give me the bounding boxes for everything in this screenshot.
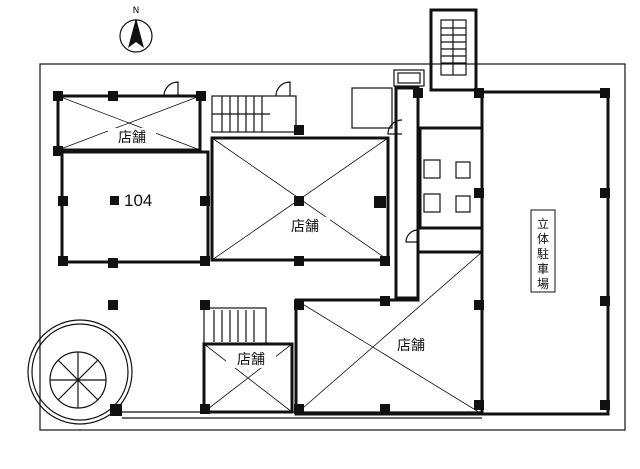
north-compass: N xyxy=(119,6,153,53)
structural-columns xyxy=(53,88,610,416)
parking-char: 立 xyxy=(537,216,549,231)
room-store-nw: 店舗 xyxy=(56,94,202,152)
site-boundary xyxy=(39,63,626,431)
center-stair xyxy=(211,95,297,133)
unit-marker xyxy=(110,196,119,205)
toilet-icon xyxy=(455,195,471,213)
door-swings xyxy=(163,81,419,243)
room-store-small: 店舗 xyxy=(202,342,294,414)
room-label: 店舗 xyxy=(237,352,265,368)
parking-char: 場 xyxy=(537,277,549,291)
unit-number: 104 xyxy=(124,191,152,210)
south-stair xyxy=(203,307,267,345)
compass-label: N xyxy=(133,6,140,16)
toilet-icon xyxy=(455,161,471,179)
parking-char: 車 xyxy=(537,262,549,276)
parking-structure: 立 体 駐 車 場 xyxy=(480,90,610,416)
parking-char: 駐 xyxy=(537,246,549,261)
room-unit-104: 104 xyxy=(60,150,210,264)
tree-symbol xyxy=(27,319,133,425)
room-store-south: 店舗 xyxy=(294,250,484,416)
equipment-box xyxy=(393,69,425,87)
north-stair-tower xyxy=(429,8,478,92)
parking-char: 体 xyxy=(537,232,549,246)
room-label: 店舗 xyxy=(397,338,425,354)
room-label: 店舗 xyxy=(291,219,319,235)
room-label: 店舗 xyxy=(118,130,146,146)
north-arrow-icon xyxy=(128,18,144,48)
